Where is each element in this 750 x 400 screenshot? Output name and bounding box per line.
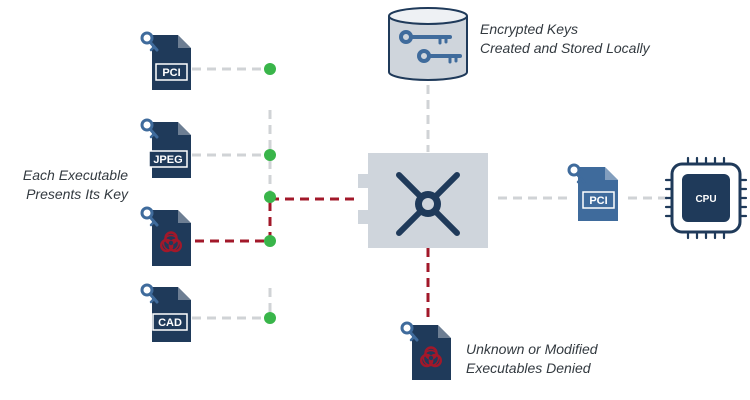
- caption-denied-line-2: Executables Denied: [466, 360, 591, 376]
- document-cad: CAD: [140, 283, 191, 342]
- doc-label-jpeg: JPEG: [153, 154, 182, 166]
- junction-dots: [264, 63, 276, 324]
- caption-encrypted-keys: Encrypted Keys Created and Stored Locall…: [480, 20, 650, 58]
- document-biohazard-denied: [400, 321, 451, 380]
- cpu-icon: CPU: [664, 156, 748, 240]
- vault-icon: [358, 153, 488, 248]
- junction-dot-pci: [264, 63, 276, 75]
- junction-dot-bio: [264, 235, 276, 247]
- caption-denied-line-1: Unknown or Modified: [466, 341, 598, 357]
- caption-executables-line-1: Each Executable: [22, 167, 128, 183]
- caption-executables: Each Executable Presents Its Key: [10, 166, 128, 204]
- cpu-label: CPU: [695, 194, 716, 205]
- allowed-connectors: [192, 67, 668, 320]
- denied-connectors: [195, 197, 430, 320]
- doc-label-pci-right: PCI: [589, 195, 607, 207]
- document-biohazard-left: [140, 206, 191, 266]
- doc-label-pci-top: PCI: [162, 67, 180, 79]
- db-key-icon-bottom: [417, 49, 462, 64]
- document-jpeg: JPEG: [140, 118, 191, 178]
- doc-label-cad: CAD: [158, 317, 182, 329]
- document-pci-right: PCI: [567, 163, 618, 221]
- junction-dot-jpeg: [264, 149, 276, 161]
- caption-denied: Unknown or Modified Executables Denied: [466, 340, 598, 378]
- caption-encrypted-keys-line-1: Encrypted Keys: [480, 21, 579, 37]
- caption-executables-line-2: Presents Its Key: [26, 186, 128, 202]
- junction-dot-cad: [264, 312, 276, 324]
- caption-encrypted-keys-line-2: Created and Stored Locally: [480, 40, 650, 56]
- db-key-icon-top: [399, 30, 452, 45]
- junction-dot-merge: [264, 191, 276, 203]
- document-pci-top: PCI: [140, 31, 191, 90]
- database-icon: [388, 7, 468, 81]
